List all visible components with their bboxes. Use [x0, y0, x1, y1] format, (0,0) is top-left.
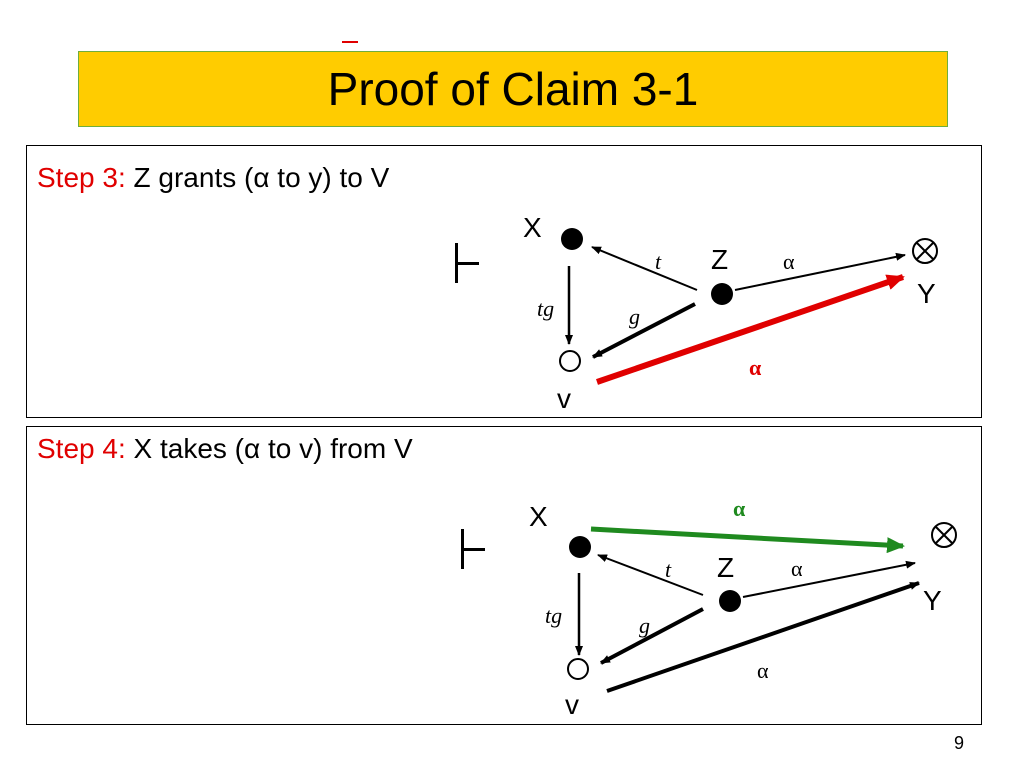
node-v: [559, 350, 581, 372]
node-x: [561, 228, 583, 250]
new-edge-x-to-y: [590, 526, 905, 554]
edge-x-to-v-label: tg: [545, 603, 562, 628]
step-3-text: Z grants (α to y) to V: [133, 162, 390, 193]
edge-z-to-y: [734, 252, 906, 291]
node-v-label: v: [557, 383, 571, 414]
title-bar: Proof of Claim 3-1: [78, 51, 948, 127]
node-y: [912, 238, 938, 264]
node-x-label: X: [529, 501, 548, 532]
node-z: [711, 283, 733, 305]
edge-v-to-y: [606, 581, 920, 693]
step-4-panel: Step 4: X takes (α to v) from V: [26, 426, 982, 725]
slide-number: 9: [953, 733, 964, 753]
node-y-label: Y: [917, 278, 936, 309]
step-4-graph: X Z Y v α t tg g α α: [529, 496, 957, 720]
edge-z-to-y: [742, 560, 916, 598]
header-accent-mark: [342, 41, 358, 43]
node-x: [569, 536, 591, 558]
new-edge-label: α: [749, 355, 762, 380]
node-z-label: Z: [711, 244, 728, 275]
edge-x-to-v-label: tg: [537, 296, 554, 321]
edge-z-to-y-label: α: [783, 249, 795, 274]
step-3-label: Step 3:: [37, 162, 126, 193]
step-4-heading: Step 4: X takes (α to v) from V: [37, 433, 413, 465]
new-edge-label: α: [733, 496, 746, 521]
edge-z-to-x-label: t: [665, 557, 672, 582]
node-v: [567, 658, 589, 680]
edge-z-to-y-label: α: [791, 556, 803, 581]
step-3-heading: Step 3: Z grants (α to y) to V: [37, 162, 389, 194]
turnstile-symbol: [455, 243, 479, 283]
node-x-label: X: [523, 212, 542, 243]
step-4-label: Step 4:: [37, 433, 126, 464]
node-z: [719, 590, 741, 612]
node-y-label: Y: [923, 585, 942, 616]
slide-title: Proof of Claim 3-1: [327, 63, 699, 115]
turnstile-symbol: [461, 529, 485, 569]
node-v-label: v: [565, 689, 579, 720]
edge-z-to-v-label: g: [639, 613, 650, 638]
step-4-text: X takes (α to v) from V: [133, 433, 413, 464]
edge-z-to-x: [597, 554, 704, 596]
edge-z-to-x-label: t: [655, 249, 662, 274]
edge-v-to-y-label: α: [757, 658, 769, 683]
edge-z-to-v-label: g: [629, 304, 640, 329]
step-3-graph: X Z Y v t tg g α α: [523, 212, 938, 414]
edge-z-to-v: [592, 302, 696, 359]
edge-z-to-v: [600, 607, 704, 665]
edge-z-to-x: [591, 246, 698, 291]
new-edge-v-to-y: [596, 274, 905, 385]
node-z-label: Z: [717, 552, 734, 583]
step-3-panel: Step 3: Z grants (α to y) to V X: [26, 145, 982, 418]
node-y: [931, 522, 957, 548]
